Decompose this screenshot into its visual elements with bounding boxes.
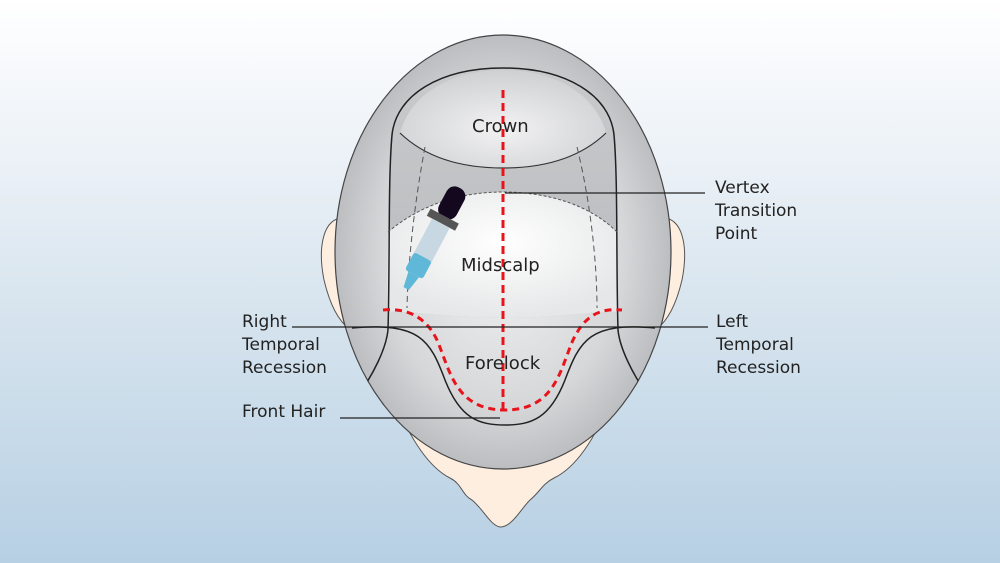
front-hair-label: Front Hair bbox=[242, 402, 326, 422]
crown-label: Crown bbox=[472, 116, 529, 137]
forelock-boundary bbox=[351, 326, 656, 426]
forelock-label: Forelock bbox=[465, 353, 541, 374]
left-temporal-recession-label: Left Temporal Recession bbox=[716, 312, 801, 378]
midscalp-label: Midscalp bbox=[461, 255, 540, 276]
recession-line bbox=[382, 308, 623, 412]
dropper-icon bbox=[403, 186, 466, 290]
right-dashed-guide bbox=[406, 146, 426, 309]
right-temporal-recession-label: Right Temporal Recession bbox=[242, 312, 327, 378]
vertex-transition-label: Vertex Transition Point bbox=[715, 178, 798, 244]
band-outline bbox=[387, 67, 619, 331]
vertex-boundary bbox=[387, 191, 618, 233]
left-dashed-guide bbox=[576, 146, 598, 309]
